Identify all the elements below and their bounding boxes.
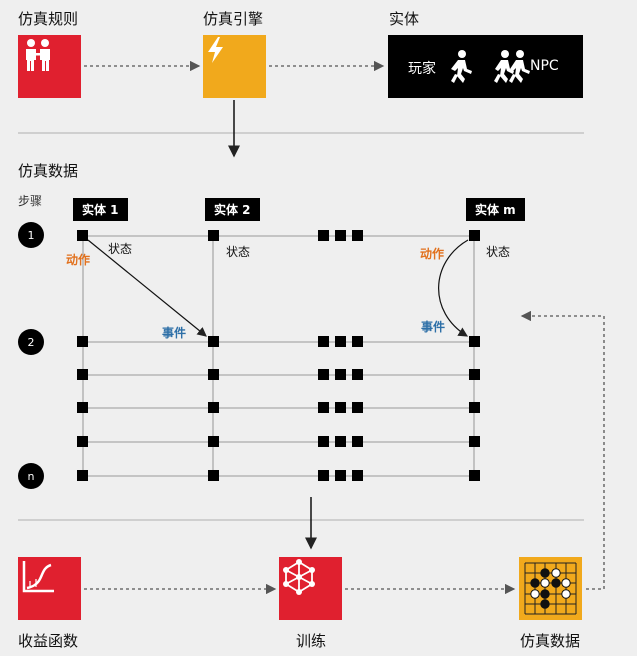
steps-label: 步骤: [18, 194, 43, 208]
training-tile: [279, 557, 342, 620]
player-label: 玩家: [408, 61, 436, 77]
data-bottom-label: 仿真数据: [520, 632, 581, 650]
step-2: 2: [18, 329, 44, 355]
entity-tag-2: 实体 2: [205, 198, 260, 221]
event-label-1: 事件: [162, 326, 187, 340]
state-label-2: 状态: [226, 245, 251, 259]
data-title: 仿真数据: [18, 162, 79, 180]
people-icon: [26, 39, 50, 71]
engine-label: 仿真引擎: [203, 10, 264, 28]
event-arrow-m: [438, 239, 469, 337]
entity-box: 玩家 NPC: [388, 35, 583, 98]
grid-nodes: [77, 230, 480, 481]
step-n: n: [18, 463, 44, 489]
state-label-m: 状态: [486, 245, 511, 259]
entity-label: 实体: [389, 10, 420, 28]
action-label-m: 动作: [420, 247, 445, 261]
state-label-1: 状态: [108, 242, 133, 256]
npc-label: NPC: [530, 58, 559, 74]
go-board-icon: [524, 562, 577, 615]
curve-graph-icon: [22, 561, 54, 593]
network-icon: [283, 559, 315, 595]
lightning-icon: [208, 37, 223, 63]
running-person-icon: [451, 50, 472, 83]
rules-label: 仿真规则: [18, 10, 79, 28]
entity-tag-m: 实体 m: [466, 198, 525, 221]
reward-tile: [18, 557, 81, 620]
training-label: 训练: [296, 632, 327, 650]
engine-tile: [203, 35, 266, 98]
rules-tile: [18, 35, 81, 98]
event-arrow-1: [87, 239, 207, 337]
event-label-m: 事件: [421, 320, 446, 334]
reward-label: 收益函数: [18, 632, 79, 650]
two-runners-icon: [494, 50, 530, 83]
step-1: 1: [18, 222, 44, 248]
action-label-1: 动作: [66, 253, 91, 267]
data-tile: [519, 557, 582, 620]
entity-tag-1: 实体 1: [73, 198, 128, 221]
feedback-loop-arrow: [520, 310, 605, 590]
